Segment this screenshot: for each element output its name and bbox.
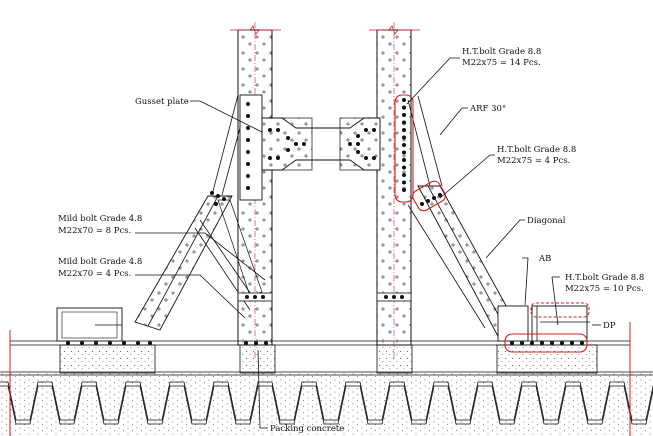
mild-bolt-b-qty: M22x70 = 4 Pcs.	[58, 269, 131, 279]
bolt	[402, 120, 406, 125]
bolt	[94, 341, 98, 345]
composite-deck-slab	[0, 371, 653, 436]
bolt	[432, 196, 436, 200]
bolt	[402, 165, 406, 170]
gusset-bolt	[276, 156, 280, 160]
bolt	[244, 341, 248, 345]
bolt	[570, 341, 574, 345]
bolt	[402, 113, 406, 117]
ht-bolt-base-label: H.T.bolt Grade 8.8	[565, 273, 644, 283]
ht-bolt-mid-qty: M22x75 = 4 Pcs.	[497, 156, 570, 166]
ht-bolt-top-qty: M22x75 = 14 Pcs.	[462, 58, 541, 68]
mild-bolt-b-label: Mild bolt Grade 4.8	[58, 257, 142, 267]
bolt	[580, 341, 584, 345]
gusset-bolt	[356, 134, 360, 138]
bolt	[384, 295, 388, 299]
bolt	[66, 341, 70, 345]
horizontal-strut-gusset	[239, 94, 381, 201]
left-base-angle	[56, 307, 123, 342]
gusset-bolt	[364, 128, 368, 132]
bolt	[245, 295, 249, 299]
packing-concrete-label: Packing concrete	[270, 424, 344, 434]
right-base-angle-ab	[497, 305, 590, 342]
bolt	[392, 295, 396, 299]
mild-bolt-a-qty: M22x70 = 8 Pcs.	[58, 226, 131, 236]
ht-bolt-top-label: H.T.bolt Grade 8.8	[462, 47, 541, 57]
gusset-bolt	[268, 156, 272, 160]
gusset-bolt	[302, 142, 306, 146]
gusset-bolt	[348, 142, 352, 146]
bolt	[402, 173, 406, 177]
gusset-bolt	[286, 136, 290, 140]
bolt	[246, 186, 250, 190]
bolt	[261, 295, 265, 299]
break-marks	[230, 25, 420, 35]
gusset-bolt	[356, 142, 360, 146]
bolt	[246, 114, 250, 118]
diagonal-label: Diagonal	[527, 216, 566, 226]
bolt	[402, 188, 406, 192]
bolt	[214, 202, 218, 206]
gusset-bolt	[356, 150, 360, 154]
bolt	[426, 199, 430, 203]
ht-bolt-mid-label: H.T.bolt Grade 8.8	[497, 145, 576, 155]
bolt	[560, 341, 564, 345]
upper-diagonals	[211, 94, 443, 196]
highlight-markers	[394, 94, 590, 353]
bolt	[402, 105, 406, 110]
bolt	[216, 194, 220, 198]
arf-label: ARF 30°	[469, 104, 506, 114]
bolt	[402, 150, 406, 155]
gusset-bolt	[286, 148, 290, 152]
bolt	[254, 341, 258, 345]
bolt	[80, 341, 84, 345]
packing-concrete-blocks	[59, 344, 598, 374]
bolt	[210, 191, 214, 195]
leader-lines	[135, 57, 601, 429]
bolt	[264, 341, 268, 345]
bolt	[108, 341, 112, 345]
bolt	[402, 98, 406, 102]
bolt	[402, 158, 406, 162]
bolt	[438, 193, 442, 197]
ab-label: AB	[538, 254, 551, 264]
bolt	[222, 197, 226, 201]
bolt	[520, 341, 524, 345]
bolt	[136, 341, 140, 345]
gusset-bolt	[372, 156, 376, 160]
right-column	[376, 22, 412, 360]
bolt	[420, 202, 424, 206]
bolt	[246, 126, 250, 130]
gusset-plate-label: Gusset plate	[135, 97, 189, 107]
gusset-bolt	[276, 128, 280, 132]
bolt	[530, 341, 534, 345]
bolt	[148, 341, 152, 345]
bolt	[246, 162, 250, 166]
bolt	[400, 295, 404, 299]
bolt	[253, 295, 257, 299]
gusset-bolt	[364, 156, 368, 160]
bolt	[246, 138, 250, 142]
gusset-bolt	[268, 128, 272, 132]
mild-bolt-a-label: Mild bolt Grade 4.8	[58, 214, 142, 224]
bolt	[510, 341, 514, 345]
bolt	[246, 150, 250, 154]
bolt	[550, 341, 554, 345]
bolt	[402, 128, 406, 132]
ht-bolt-base-qty: M22x75 = 10 Pcs.	[565, 284, 644, 294]
bolt	[246, 174, 250, 178]
left-diagonal-brace	[134, 195, 263, 331]
bolt	[246, 102, 250, 106]
gusset-bolt	[372, 128, 376, 132]
bolt-groups	[66, 98, 584, 345]
bolt	[122, 341, 126, 345]
gusset-bolt	[294, 142, 298, 146]
bolt	[402, 135, 406, 140]
bolt	[402, 180, 406, 185]
dp-label: DP	[603, 321, 616, 331]
bolt	[402, 143, 406, 147]
bolt	[540, 341, 544, 345]
